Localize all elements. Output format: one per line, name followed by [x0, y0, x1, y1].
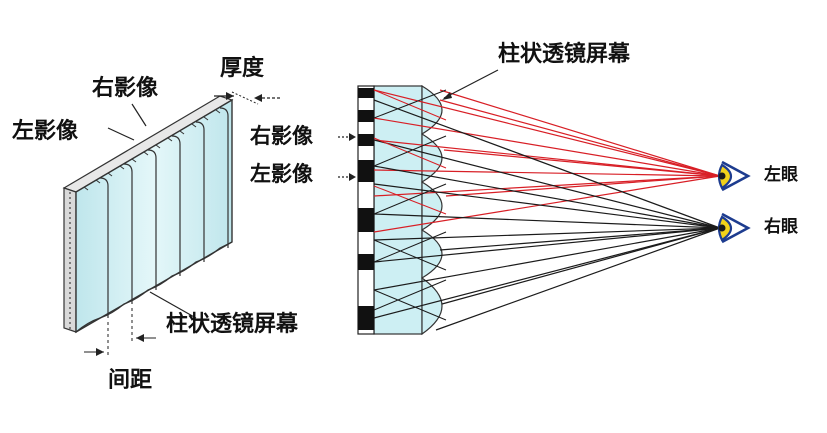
- lenticular-top-leader: [443, 69, 499, 99]
- left-eye-label: 左眼: [764, 165, 798, 185]
- lenticular-screen-label-bottom: 柱状透镜屏幕: [166, 312, 299, 337]
- lens-cross-section: [357, 84, 443, 336]
- left-eye-icon: [717, 160, 751, 192]
- red-rays-left-eye: [373, 89, 721, 233]
- left-image-label-3d: 左影像: [12, 119, 79, 144]
- left-image-arrow: [349, 173, 356, 181]
- right-eye-label: 右眼: [764, 217, 798, 237]
- pixel-strip: [358, 88, 374, 330]
- image-pointer-arrows: [338, 136, 352, 178]
- right-eye-icon: [717, 212, 751, 244]
- pitch-label: 间距: [108, 368, 153, 393]
- right-image-leader: [131, 103, 147, 127]
- thickness-label: 厚度: [220, 56, 265, 81]
- right-image-label-3d: 右影像: [92, 76, 159, 101]
- left-image-label-section: 左影像: [250, 162, 313, 186]
- right-image-arrow: [349, 133, 356, 141]
- lenticular-sheet-3d: [62, 91, 282, 358]
- thickness-arrow-right: [254, 94, 262, 102]
- right-image-label-section: 右影像: [250, 124, 313, 148]
- left-image-leader: [107, 127, 135, 141]
- lenticular-leader: [149, 291, 197, 319]
- lenticular-screen-label-top: 柱状透镜屏幕: [498, 42, 631, 67]
- light-rays: [373, 89, 721, 331]
